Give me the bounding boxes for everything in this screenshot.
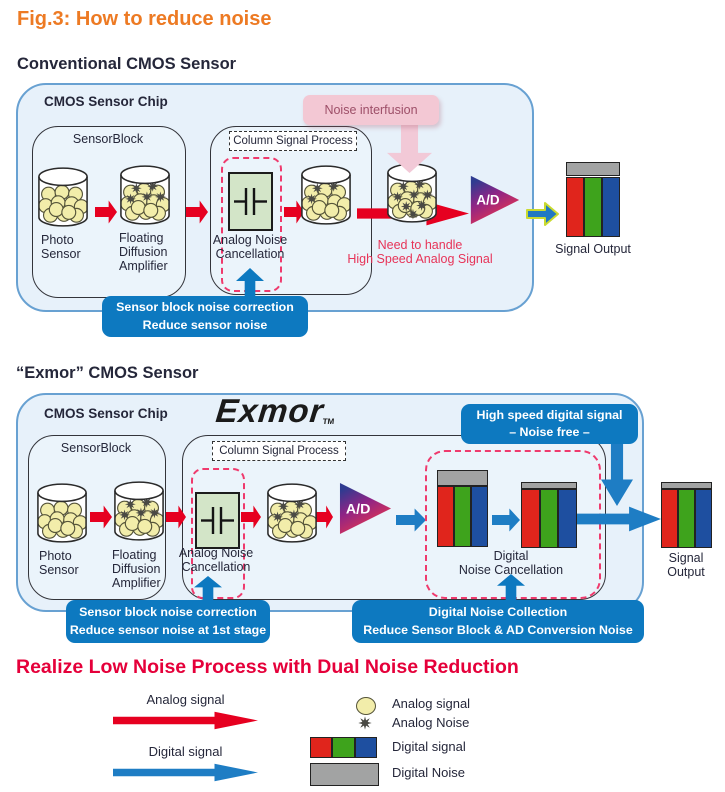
fda-label: Floating Diffusion Amplifier bbox=[119, 231, 168, 273]
trademark: TM bbox=[322, 417, 335, 426]
need-to-handle-text: Need to handle High Speed Analog Signal bbox=[347, 238, 493, 267]
conventional-chip-label: CMOS Sensor Chip bbox=[44, 94, 168, 109]
signal-output-label: Signal Output bbox=[555, 242, 631, 256]
ad-converter-icon: A/D bbox=[468, 174, 522, 226]
digital-noise-segment bbox=[437, 470, 488, 486]
noise-interfusion-label: Noise interfusion bbox=[324, 103, 418, 117]
exmor-heading: “Exmor” CMOS Sensor bbox=[16, 364, 199, 382]
ad-label: A/D bbox=[346, 501, 371, 517]
exmor-chip-label: CMOS Sensor Chip bbox=[44, 406, 168, 421]
analog-noise-icon bbox=[357, 715, 373, 731]
anc-label: Analog Noise Cancellation bbox=[178, 546, 254, 574]
signal-output-bars bbox=[661, 482, 712, 548]
photo-sensor-cylinder bbox=[37, 166, 89, 228]
digital-noise-segment bbox=[566, 162, 620, 176]
rgb-bars bbox=[566, 177, 620, 237]
digital-noise-icon bbox=[310, 763, 379, 786]
ad-label: A/D bbox=[476, 193, 499, 208]
noise-interfusion-bubble: Noise interfusion bbox=[303, 95, 439, 125]
exmor-csp-label: Column Signal Process bbox=[212, 441, 346, 461]
analog-signal-arrow bbox=[113, 711, 258, 730]
dnc-label: Digital Noise Cancellation bbox=[458, 549, 564, 577]
conventional-sensorblock-label: SensorBlock bbox=[72, 132, 144, 146]
noisy-digital-bars bbox=[437, 470, 488, 547]
ad-converter-icon: A/D bbox=[338, 481, 393, 536]
photo-sensor-cylinder bbox=[36, 482, 88, 544]
conventional-csp-label: Column Signal Process bbox=[229, 131, 357, 151]
analog-signal-icon bbox=[356, 697, 376, 715]
legend-analog-noise-label: Analog Noise bbox=[392, 715, 470, 730]
digital-noise-segment bbox=[661, 482, 712, 489]
rgb-bars bbox=[521, 489, 578, 548]
figure-title: Fig.3: How to reduce noise bbox=[17, 8, 272, 30]
legend-digital-noise-label: Digital Noise bbox=[392, 765, 465, 780]
fda-label: Floating Diffusion Amplifier bbox=[112, 548, 161, 590]
legend-digital-signal-label: Digital signal bbox=[392, 739, 466, 754]
highspeed-banner: High speed digital signal – Noise free – bbox=[461, 404, 638, 444]
sensor-noise-banner: Sensor block noise correction Reduce sen… bbox=[66, 600, 270, 643]
digital-noise-banner: Digital Noise Collection Reduce Sensor B… bbox=[352, 600, 644, 643]
digital-output-arrow-outlined bbox=[526, 200, 560, 228]
photo-sensor-label: Photo Sensor bbox=[41, 233, 81, 261]
legend-analog-signal-label: Analog signal bbox=[392, 696, 471, 711]
post-anc-cylinder bbox=[266, 482, 318, 544]
digital-signal-arrow-label: Digital signal bbox=[148, 744, 223, 759]
anc-label: Analog Noise Cancellation bbox=[212, 233, 288, 261]
capacitor-icon bbox=[195, 492, 240, 549]
post-anc-cylinder bbox=[300, 164, 352, 226]
noisy-cylinder bbox=[386, 162, 438, 224]
analog-signal-arrow-label: Analog signal bbox=[146, 692, 225, 707]
exmor-sensorblock-label: SensorBlock bbox=[60, 441, 132, 455]
cleaned-digital-bars bbox=[521, 482, 578, 548]
sensor-noise-banner: Sensor block noise correction Reduce sen… bbox=[102, 296, 308, 337]
digital-signal-icon bbox=[310, 737, 377, 758]
digital-noise-segment bbox=[521, 482, 577, 489]
digital-signal-arrow bbox=[113, 763, 258, 782]
capacitor-icon bbox=[228, 172, 273, 231]
signal-output-label: Signal Output bbox=[667, 551, 705, 579]
fda-cylinder bbox=[113, 480, 165, 542]
footer-title: Realize Low Noise Process with Dual Nois… bbox=[16, 656, 519, 678]
rgb-bars bbox=[437, 486, 488, 547]
fda-cylinder bbox=[119, 164, 171, 226]
signal-output-bars bbox=[566, 162, 620, 237]
anc-dashed-box bbox=[191, 468, 245, 599]
conventional-heading: Conventional CMOS Sensor bbox=[17, 55, 237, 73]
exmor-logo: ExmorTM bbox=[214, 392, 335, 429]
rgb-bars bbox=[661, 489, 712, 548]
photo-sensor-label: Photo Sensor bbox=[39, 549, 79, 577]
